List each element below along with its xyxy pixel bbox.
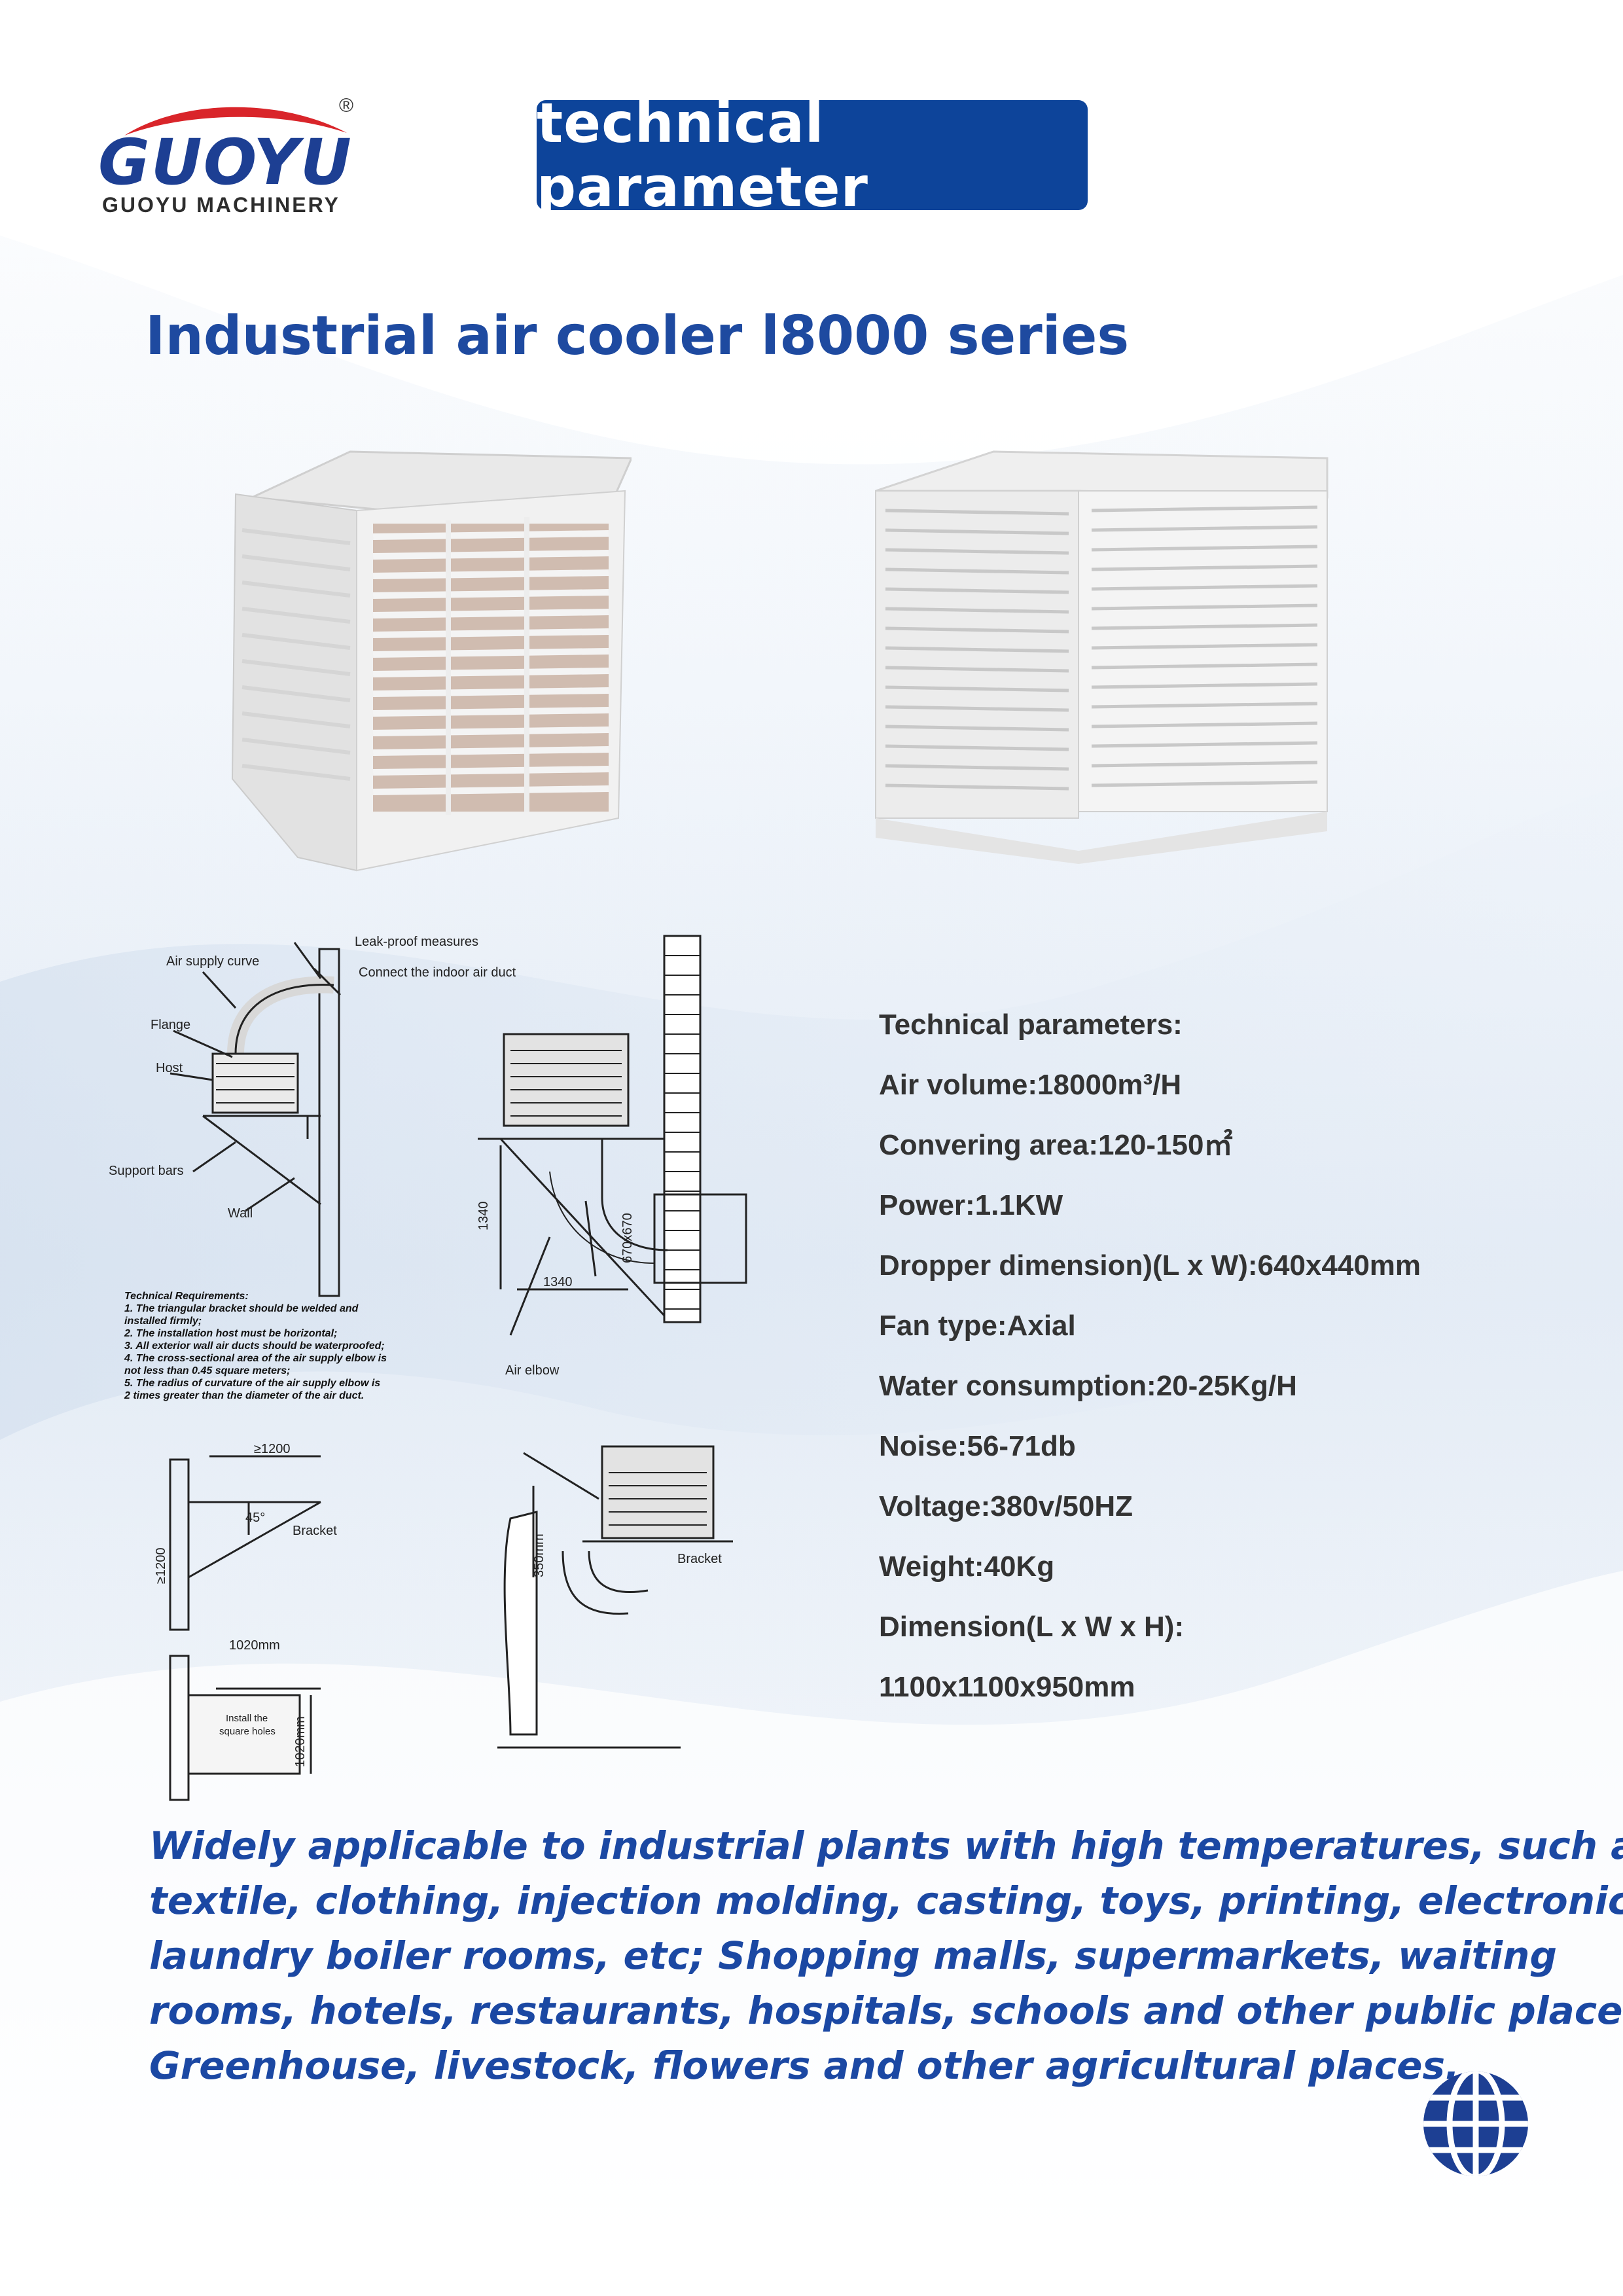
label-gt1200-v: ≥1200: [154, 1548, 168, 1584]
brick-wall-b: [663, 935, 702, 1323]
registered-mark: ®: [339, 95, 354, 117]
label-bracket-2: Bracket: [677, 1552, 722, 1566]
air-cooler-photo-angled: [231, 450, 632, 872]
label-install-1: Install the: [226, 1713, 268, 1724]
spec-dropper-dimension: Dropper dimension)(L x W):640x440mm: [879, 1249, 1421, 1282]
spec-dimension-label: Dimension(L x W x H):: [879, 1611, 1185, 1643]
label-support: Support bars: [109, 1164, 184, 1178]
label-leak-proof: Leak-proof measures: [355, 935, 478, 949]
air-cooler-photo-front: [875, 450, 1329, 864]
section-header-label: technical parameter: [537, 91, 868, 219]
req-line: 2. The installation host must be horizon…: [124, 1328, 337, 1339]
label-1020-v: 1020mm: [293, 1716, 308, 1767]
logo-wordmark: GUOYU: [98, 126, 353, 199]
paragraph-line: textile, clothing, injection molding, ca…: [149, 1878, 1623, 1923]
paragraph-line: laundry boiler rooms, etc; Shopping mall…: [149, 1933, 1557, 1978]
spec-dimension-value: 1100x1100x950mm: [879, 1671, 1135, 1703]
spec-power: Power:1.1KW: [879, 1189, 1063, 1221]
spec-water-consumption: Water consumption:20-25Kg/H: [879, 1370, 1297, 1402]
req-line: 5. The radius of curvature of the air su…: [124, 1378, 380, 1389]
installation-diagrams: Leak-proof measures Air supply curve Con…: [109, 935, 747, 1801]
spec-list: Technical parameters: Air volume:18000m³…: [879, 995, 1566, 1717]
spec-weight: Weight:40Kg: [879, 1551, 1055, 1583]
wall-a: [318, 948, 340, 1297]
paragraph-line: Widely applicable to industrial plants w…: [149, 1823, 1623, 1868]
diagram-labels: Leak-proof measures Air supply curve Con…: [109, 935, 722, 1767]
application-paragraph: Widely applicable to industrial plants w…: [149, 1818, 1623, 2093]
label-connect: Connect the indoor air duct: [359, 965, 516, 980]
logo-subtitle: GUOYU MACHINERY: [102, 193, 340, 217]
label-flange: Flange: [151, 1018, 190, 1032]
req-line: Technical Requirements:: [124, 1291, 249, 1302]
page-title: Industrial air cooler l8000 series: [145, 305, 1130, 367]
label-wall: Wall: [228, 1206, 253, 1221]
louver-grille: [241, 517, 609, 815]
req-line: 3. All exterior wall air ducts should be…: [124, 1340, 385, 1352]
label-670: 670x670: [620, 1213, 635, 1263]
label-gt1200-h: ≥1200: [254, 1442, 290, 1456]
paragraph-line: rooms, hotels, restaurants, hospitals, s…: [149, 1988, 1623, 2033]
spec-fan-type: Fan type:Axial: [879, 1310, 1076, 1342]
technical-requirements: Technical Requirements: 1. The triangula…: [124, 1291, 387, 1401]
spec-air-volume: Air volume:18000m³/H: [879, 1069, 1182, 1101]
label-air-elbow: Air elbow: [505, 1363, 560, 1378]
req-line: 2 times greater than the diameter of the…: [124, 1390, 364, 1401]
spec-noise: Noise:56-71db: [879, 1430, 1076, 1462]
label-angle: 45°: [245, 1511, 265, 1525]
spec-heading: Technical parameters:: [879, 1009, 1183, 1041]
label-350: 350mm: [532, 1534, 546, 1577]
req-line: 1. The triangular bracket should be weld…: [124, 1303, 359, 1314]
label-air-supply: Air supply curve: [166, 954, 259, 969]
spec-voltage: Voltage:380v/50HZ: [879, 1490, 1133, 1522]
paragraph-line: Greenhouse, livestock, flowers and other…: [149, 2043, 1460, 2088]
req-line: installed firmly;: [124, 1316, 202, 1327]
spec-covering-area: Convering area:120-150㎡: [879, 1129, 1233, 1161]
label-host: Host: [156, 1061, 183, 1075]
label-1340-h: 1340: [543, 1275, 573, 1289]
req-line: not less than 0.45 square meters;: [124, 1365, 290, 1376]
label-install-2: square holes: [219, 1726, 276, 1737]
label-1340-v: 1340: [476, 1202, 491, 1231]
label-bracket-1: Bracket: [293, 1524, 337, 1538]
section-header: technical parameter: [537, 91, 1088, 219]
globe-icon: [1423, 2072, 1528, 2176]
req-line: 4. The cross-sectional area of the air s…: [124, 1353, 387, 1364]
brand-logo: ® GUOYU GUOYU MACHINERY: [98, 95, 373, 219]
label-1020-h: 1020mm: [229, 1638, 280, 1653]
logo-swoosh-icon: [124, 107, 347, 135]
